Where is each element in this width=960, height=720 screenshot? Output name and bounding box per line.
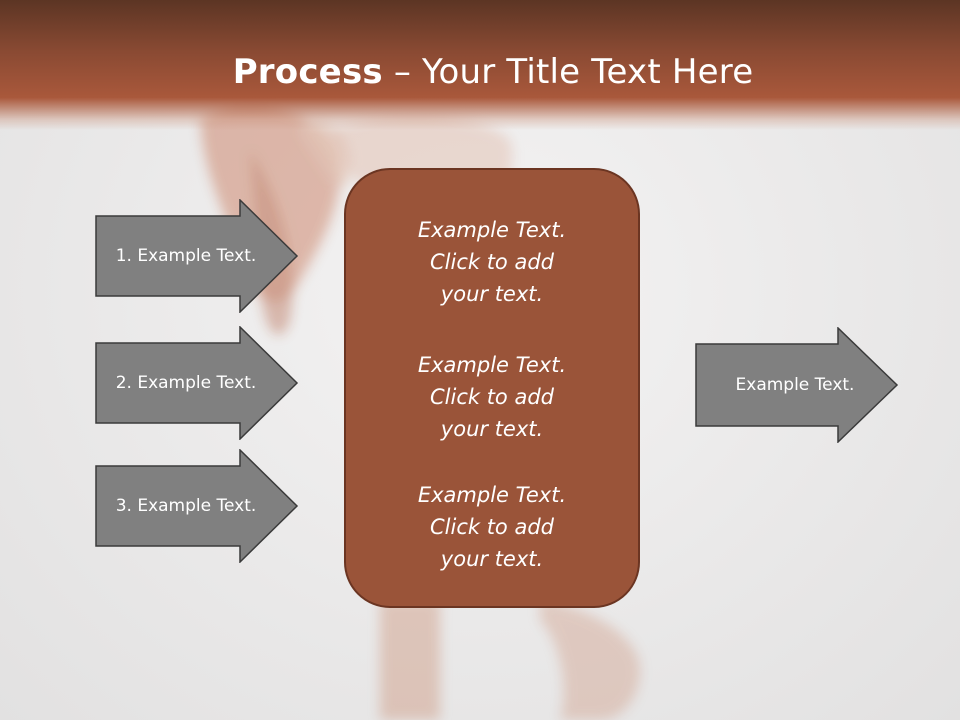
left-arrow-3-label: 3. Example Text.: [115, 496, 257, 516]
right-arrow[interactable]: Example Text.: [695, 327, 899, 443]
right-arrow-shape-icon: [95, 449, 299, 563]
right-arrow-shape-icon: [695, 327, 899, 443]
title-bold-part: Process: [232, 52, 383, 92]
right-arrow-shape-icon: [95, 326, 299, 440]
left-arrow-1[interactable]: 1. Example Text.: [95, 199, 299, 313]
right-arrow-shape-icon: [95, 199, 299, 313]
left-arrow-1-label: 1. Example Text.: [115, 246, 257, 266]
slide-title[interactable]: Process – Your Title Text Here: [0, 52, 960, 92]
center-paragraph-3: Example Text. Click to add your text.: [417, 483, 567, 571]
center-paragraph-1: Example Text. Click to add your text.: [417, 218, 567, 306]
title-rest-part: – Your Title Text Here: [382, 52, 754, 92]
right-arrow-label: Example Text.: [735, 375, 855, 395]
center-text-box[interactable]: Example Text. Click to add your text. Ex…: [344, 168, 640, 608]
left-arrow-3[interactable]: 3. Example Text.: [95, 449, 299, 563]
center-paragraph-2: Example Text. Click to add your text.: [417, 353, 567, 441]
left-arrow-2-label: 2. Example Text.: [115, 373, 257, 393]
title-banner: [0, 0, 960, 130]
left-arrow-2[interactable]: 2. Example Text.: [95, 326, 299, 440]
